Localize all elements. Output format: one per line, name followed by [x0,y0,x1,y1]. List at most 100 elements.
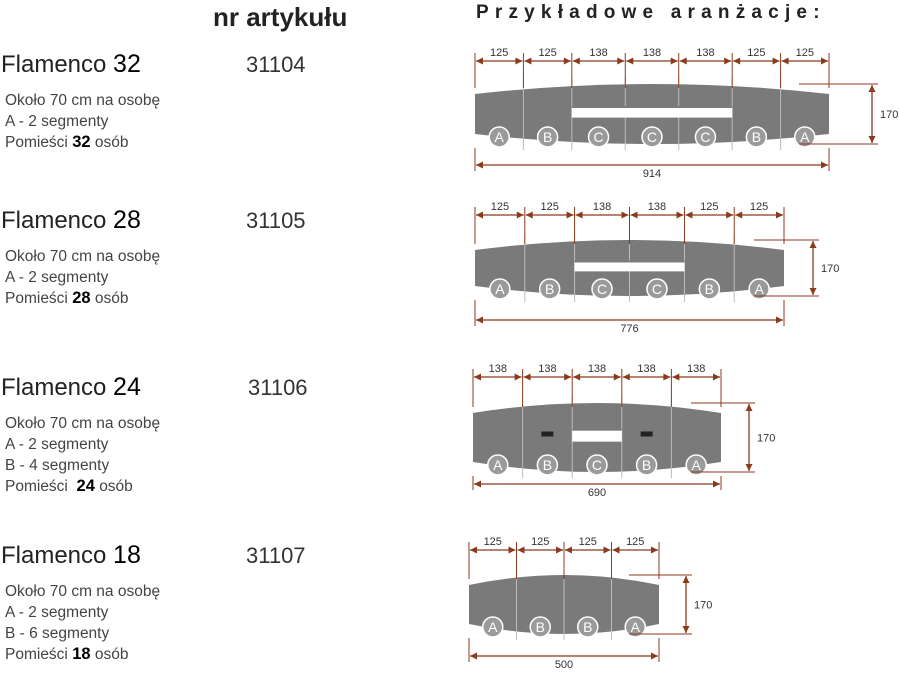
segment-dim-arrow [575,211,583,219]
segment-width-label: 125 [491,201,509,213]
segment-width-label: 125 [626,536,644,548]
product-name-number: 18 [113,541,141,569]
product-title: Flamenco 28 [1,206,141,235]
segment-letter: A [800,129,810,145]
seats-prefix: Pomieści [5,478,68,495]
total-dim-arrow [776,316,784,324]
segment-width-label: 138 [588,363,606,375]
product-name-prefix: Flamenco [1,374,107,401]
segment-marker [685,454,707,476]
segment-dim-arrow [651,546,658,554]
segment-dim-arrow [663,373,671,381]
product-title: Flamenco 24 [1,373,141,402]
seats-prefix: Pomieści [5,646,68,663]
segment-width-label: 138 [648,201,666,213]
segment-dim-arrow [508,546,516,554]
segment-dim-arrow [772,57,780,65]
segment-dim-arrow [572,57,580,65]
segment-width-label: 138 [643,47,661,59]
segment-width-label: 138 [593,201,611,213]
product-description: Około 70 cm na osobę A - 2 segmenty Pomi… [5,246,160,309]
segment-letter: C [593,129,603,145]
seats-prefix: Pomieści [5,134,68,151]
segment-dim-arrow [626,57,634,65]
total-dim-arrow [651,652,658,660]
total-dim-arrow [476,316,483,324]
segment-letter: B [705,281,714,297]
depth-label: 170 [821,263,839,275]
segment-marker [591,278,613,300]
product-code: 31104 [246,52,306,77]
segment-dim-arrow [517,546,525,554]
per-person-line: Około 70 cm na osobę [5,583,161,600]
segments-line-a: A - 2 segmenty [5,436,109,453]
product-block-flamenco-32: Flamenco 32 31104 Około 70 cm na osobę A… [0,50,440,200]
segment-dim-arrow [672,373,680,381]
segment-dim-arrow [516,211,524,219]
seats-suffix: osób [99,478,133,495]
product-title: Flamenco 18 [1,541,141,570]
seats-number: 24 [76,477,95,495]
product-name-prefix: Flamenco [1,51,107,78]
segment-letter: A [488,619,498,635]
segment-marker [487,454,509,476]
segment-marker [529,616,551,638]
total-length-label: 500 [555,659,573,671]
product-name-prefix: Flamenco [1,542,107,569]
segment-dim-arrow [724,57,732,65]
segment-width-label: 125 [531,536,549,548]
segment-letter: C [592,457,602,473]
segment-dim-arrow [820,57,828,65]
segment-dim-arrow [617,57,625,65]
segment-dim-arrow [566,211,574,219]
segment-marker [694,126,717,148]
segment-letter: B [543,457,552,473]
product-code: 31105 [246,208,306,233]
seats-line: Pomieści 32 osób [5,132,160,153]
depth-label: 170 [694,600,712,612]
segment-dim-arrow [733,57,741,65]
depth-label: 170 [880,109,898,121]
segment-width-label: 125 [579,536,597,548]
per-person-line: Około 70 cm na osobę [5,415,161,432]
segment-letter: B [536,619,545,635]
segment-marker [536,126,559,148]
segment-dim-arrow [514,373,522,381]
segment-dim-arrow [525,211,533,219]
segment-marker [488,126,510,148]
segment-dim-arrow [726,211,734,219]
segment-letter: C [647,129,657,145]
segment-dim-arrow [735,211,743,219]
segment-width-label: 138 [696,47,714,59]
depth-label: 170 [757,433,775,445]
segment-dim-arrow [670,57,678,65]
segment-dim-arrow [612,546,620,554]
segment-marker [536,454,559,476]
segment-dim-arrow [685,211,693,219]
segment-dim-arrow [515,57,523,65]
segment-marker [624,616,646,638]
segment-letter: A [495,281,505,297]
center-gap-strip [574,262,685,272]
seats-number: 32 [72,133,91,151]
seats-suffix: osób [94,290,129,307]
article-number-header: nr artykułu [213,2,348,32]
product-description: Około 70 cm na osobę A - 2 segmenty B - … [5,413,160,497]
total-dim-arrow [712,480,720,488]
segment-width-label: 138 [538,363,556,375]
product-name-number: 24 [113,373,141,401]
total-length-label: 690 [588,487,606,499]
segment-dim-arrow [630,211,638,219]
segment-marker [745,126,768,148]
depth-dim-arrow [745,464,753,471]
product-name-prefix: Flamenco [1,207,107,234]
segment-width-label: 125 [700,201,718,213]
segment-width-label: 138 [489,363,507,375]
seats-line: Pomieści 28 osób [5,288,160,309]
segment-letter: B [752,129,761,145]
product-description: Około 70 cm na osobę A - 2 segmenty Pomi… [5,90,160,153]
depth-dim-arrow [809,241,817,248]
segment-width-label: 125 [540,201,558,213]
segment-dim-arrow [524,57,532,65]
